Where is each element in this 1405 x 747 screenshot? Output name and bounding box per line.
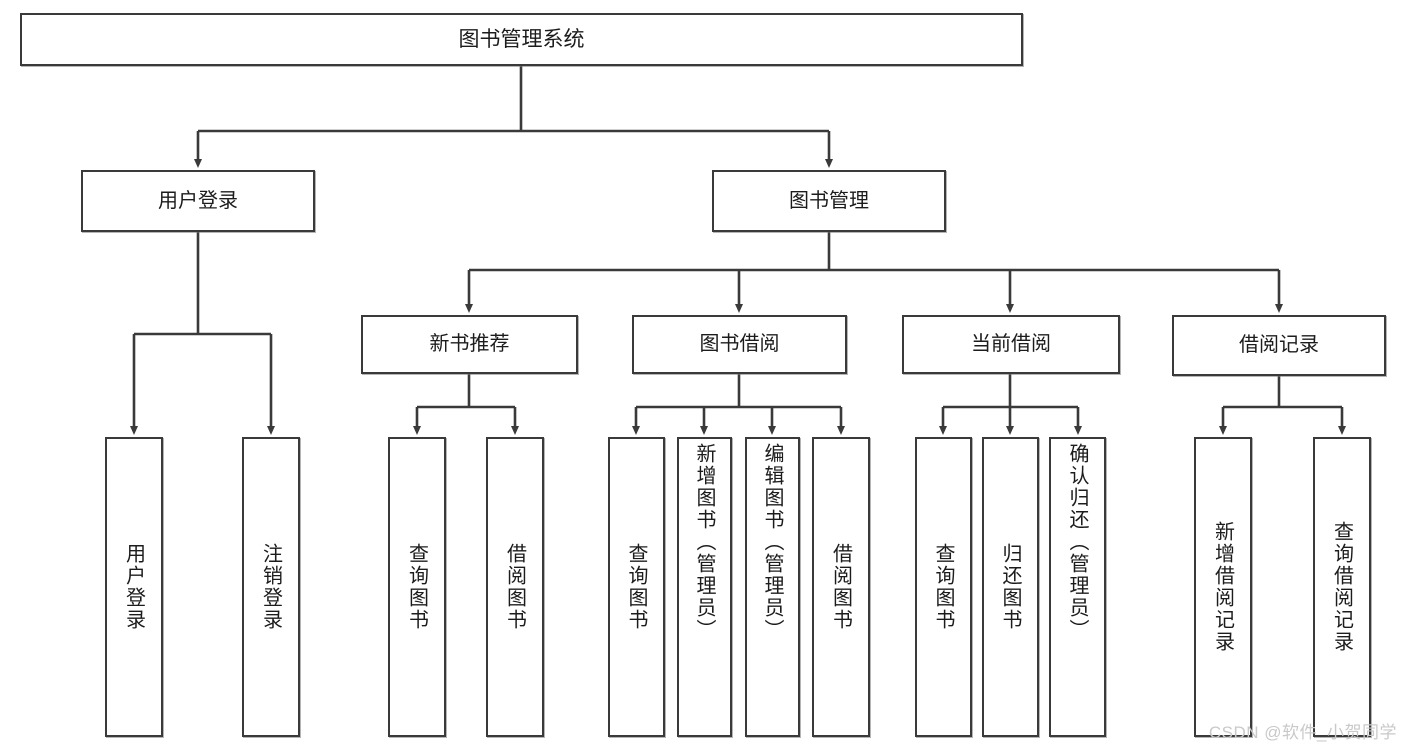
leaf-borrow-add-book-admin[interactable]: 新增图书（管理员） [677,437,732,737]
leaf-current-query-book-label: 查询图书 [932,543,954,631]
leaf-borrow-query-book-label: 查询图书 [625,543,647,631]
node-current-borrow[interactable]: 当前借阅 [902,315,1120,374]
leaf-record-add-record-label: 新增借阅记录 [1211,521,1234,653]
node-current-borrow-label: 当前借阅 [971,333,1051,356]
node-book-borrow[interactable]: 图书借阅 [632,315,847,374]
leaf-current-confirm-return-admin[interactable]: 确认归还（管理员） [1049,437,1106,737]
leaf-recommend-query-book-label: 查询图书 [405,543,428,631]
leaf-current-confirm-return-admin-label: 确认归还（管理员） [1066,443,1088,641]
leaf-borrow-edit-book-admin-label: 编辑图书（管理员） [761,443,783,641]
node-book-management-label: 图书管理 [789,189,869,212]
node-root[interactable]: 图书管理系统 [20,13,1023,66]
leaf-user-logout-label: 注销登录 [259,543,282,631]
leaf-record-query-record[interactable]: 查询借阅记录 [1313,437,1371,737]
leaf-recommend-query-book[interactable]: 查询图书 [388,437,446,737]
node-new-book-recommend-label: 新书推荐 [429,333,510,356]
node-borrow-record-label: 借阅记录 [1239,334,1319,357]
leaf-current-return-book[interactable]: 归还图书 [982,437,1039,737]
node-user-login-label: 用户登录 [158,189,238,212]
leaf-borrow-borrow-book-label: 借阅图书 [829,543,852,631]
leaf-borrow-borrow-book[interactable]: 借阅图书 [812,437,870,737]
node-borrow-record[interactable]: 借阅记录 [1172,315,1386,376]
leaf-borrow-edit-book-admin[interactable]: 编辑图书（管理员） [745,437,800,737]
leaf-borrow-query-book[interactable]: 查询图书 [608,437,665,737]
node-user-login[interactable]: 用户登录 [81,170,315,232]
leaf-user-login[interactable]: 用户登录 [105,437,163,737]
node-root-label: 图书管理系统 [458,27,585,51]
leaf-user-logout[interactable]: 注销登录 [242,437,300,737]
leaf-record-query-record-label: 查询借阅记录 [1330,521,1353,653]
leaf-user-login-label: 用户登录 [122,543,145,631]
leaf-record-add-record[interactable]: 新增借阅记录 [1194,437,1252,737]
node-book-borrow-label: 图书借阅 [699,333,780,356]
leaf-current-return-book-label: 归还图书 [999,543,1021,631]
node-new-book-recommend[interactable]: 新书推荐 [361,315,578,374]
leaf-borrow-add-book-admin-label: 新增图书（管理员） [693,443,715,641]
node-book-management[interactable]: 图书管理 [712,170,946,232]
leaf-current-query-book[interactable]: 查询图书 [915,437,972,737]
leaf-recommend-borrow-book[interactable]: 借阅图书 [486,437,544,737]
leaf-recommend-borrow-book-label: 借阅图书 [503,543,526,631]
